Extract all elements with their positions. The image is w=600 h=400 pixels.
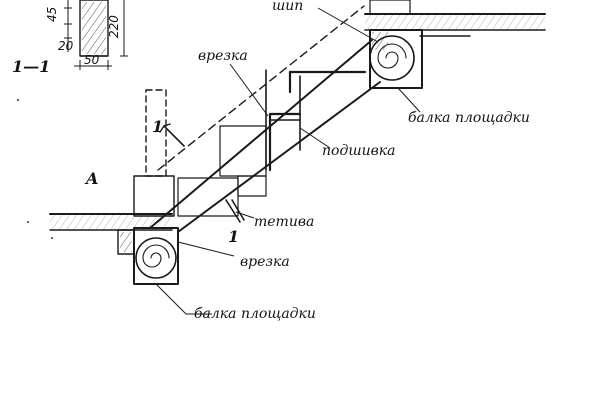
step-tread-1 bbox=[288, 70, 367, 94]
dim-220: 220 bbox=[107, 15, 121, 38]
stringer-bottom-edge bbox=[177, 81, 381, 233]
section-wood-hatch bbox=[82, 2, 106, 54]
brick-block-step bbox=[237, 175, 267, 197]
label-tetiva: тетива bbox=[254, 214, 314, 230]
section-mark-1-1: 1—1 bbox=[12, 57, 50, 76]
lower-beam-frame bbox=[133, 227, 179, 285]
label-vrezka-bottom: врезка bbox=[240, 254, 290, 270]
upper-floor-hatch bbox=[365, 14, 545, 30]
leader-podshivka bbox=[299, 127, 331, 149]
brick-block-middle bbox=[219, 125, 267, 177]
label-vrezka-top: врезка bbox=[198, 48, 248, 64]
stringer-top-edge bbox=[149, 39, 373, 229]
lower-beam-side-block bbox=[117, 229, 135, 255]
cut-mark-upper-number: 1 bbox=[152, 117, 163, 136]
section-1-1-detail: 45 20 220 50 1—1 bbox=[12, 0, 128, 76]
label-ship: шип bbox=[272, 0, 303, 14]
brick-block-lower bbox=[177, 177, 239, 217]
view-mark-a: A bbox=[84, 169, 98, 188]
dashed-post bbox=[133, 89, 175, 217]
brick-infill bbox=[177, 125, 267, 217]
leader-balka-top bbox=[397, 87, 421, 113]
leader-balka-bottom bbox=[155, 283, 212, 315]
cut-mark-lower-number: 1 bbox=[228, 227, 239, 246]
upper-beam-log bbox=[369, 35, 415, 81]
scan-speck bbox=[51, 237, 53, 239]
lower-floor-hatch bbox=[50, 214, 172, 230]
dim-50: 50 bbox=[84, 53, 100, 67]
leader-vrezka-top bbox=[229, 63, 269, 117]
label-balka-bottom: балка площадки bbox=[194, 306, 316, 322]
leader-tetiva bbox=[235, 211, 255, 219]
cut-mark-lower-line bbox=[225, 199, 241, 223]
leader-ship bbox=[317, 7, 379, 43]
lower-landing bbox=[49, 213, 173, 231]
step-tread-2 bbox=[268, 112, 302, 172]
scan-speck bbox=[17, 99, 19, 101]
leader-lines bbox=[155, 7, 421, 315]
lower-beam-log bbox=[135, 237, 177, 279]
upper-beam-growth-rings bbox=[377, 43, 407, 69]
dim-20: 20 bbox=[58, 39, 74, 53]
cut-mark-upper-line bbox=[163, 125, 185, 147]
label-balka-top: балка площадки bbox=[408, 110, 530, 126]
label-podshivka: подшивка bbox=[322, 143, 395, 159]
stringer-dashed-line bbox=[157, 5, 365, 171]
leader-vrezka-bottom bbox=[177, 241, 235, 257]
steps bbox=[265, 69, 367, 172]
upper-wall bbox=[369, 0, 411, 15]
cut-mark-lower-line-2 bbox=[231, 199, 245, 221]
lower-beam-side-hatch bbox=[120, 232, 132, 252]
scan-speck bbox=[27, 221, 29, 223]
cut-mark-lower: 1 bbox=[225, 199, 245, 246]
upper-beam-cut-hatch bbox=[372, 32, 388, 50]
upper-landing-beam bbox=[369, 29, 423, 89]
upper-landing bbox=[364, 0, 546, 37]
lower-landing-beam bbox=[117, 227, 179, 285]
stringer bbox=[149, 5, 381, 233]
cut-mark-upper: 1 bbox=[152, 117, 185, 147]
dim-45: 45 bbox=[45, 7, 59, 22]
post-base bbox=[133, 175, 175, 217]
lower-beam-growth-rings bbox=[142, 244, 170, 268]
cut-mark-upper-arrow bbox=[159, 123, 171, 133]
